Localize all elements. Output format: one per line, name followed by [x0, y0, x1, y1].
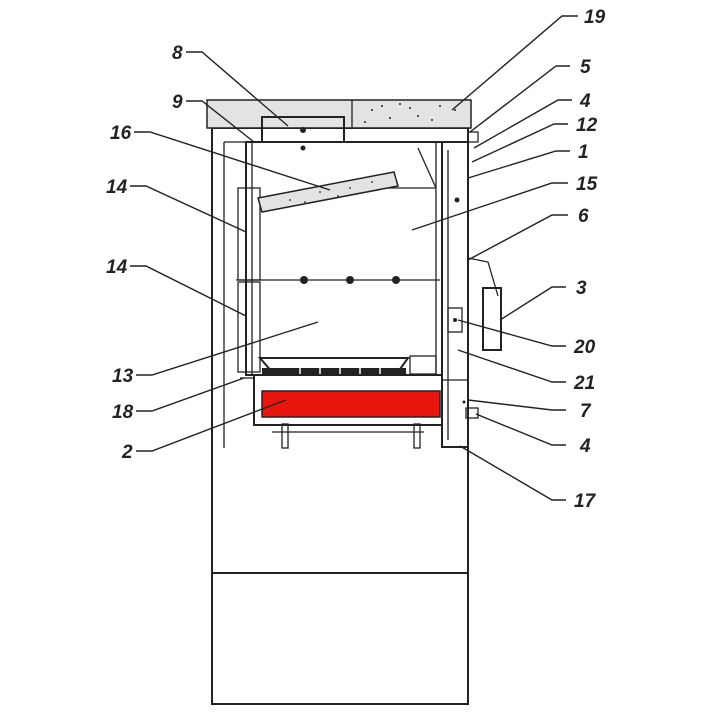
callout-15: 15 [576, 174, 598, 195]
leader-16 [134, 131, 331, 191]
callout-5: 5 [580, 57, 591, 78]
callout-20: 20 [573, 337, 596, 358]
leader-3 [499, 286, 566, 321]
side-panel [240, 131, 502, 448]
callout-7: 7 [580, 401, 592, 422]
callout-1: 1 [578, 142, 589, 163]
callout-2: 2 [121, 442, 133, 463]
leader-2 [136, 399, 287, 452]
baffle-plate [257, 171, 399, 213]
callout-12: 12 [576, 115, 598, 136]
leader-4b [475, 413, 566, 446]
leader-17 [459, 445, 566, 501]
firebox [236, 141, 443, 376]
callout-14: 14 [106, 177, 128, 198]
callout-21: 21 [573, 373, 595, 394]
leader-19 [451, 15, 578, 111]
leader-14b [130, 265, 247, 317]
leader-18 [136, 377, 245, 412]
leader-9 [186, 100, 255, 143]
callout-3: 3 [576, 278, 587, 299]
callout-8: 8 [172, 43, 183, 64]
leader-1 [467, 150, 570, 179]
top-stone-plate [206, 99, 472, 129]
callout-19: 19 [584, 7, 606, 28]
callout-14-lower: 14 [106, 257, 128, 278]
leader-21 [457, 349, 566, 383]
grate [257, 355, 437, 375]
callout-13: 13 [112, 366, 134, 387]
callout-4: 4 [579, 91, 591, 112]
callout-16: 16 [110, 123, 132, 144]
leader-13 [136, 321, 319, 376]
callout-labels: 19 5 4 12 1 15 6 3 20 21 7 4 17 8 9 16 1… [106, 7, 606, 512]
callout-9: 9 [172, 92, 183, 113]
ash-pan [253, 374, 443, 449]
leader-lines [130, 15, 578, 501]
leader-15 [411, 182, 568, 231]
leader-5 [469, 65, 570, 133]
leader-20 [457, 319, 566, 347]
callout-18: 18 [112, 402, 134, 423]
leader-7 [467, 399, 566, 411]
callout-6: 6 [578, 206, 589, 227]
leader-8 [186, 51, 289, 127]
callout-17: 17 [574, 491, 597, 512]
callout-4-lower: 4 [579, 436, 591, 457]
leader-12 [471, 123, 568, 163]
leader-4a [473, 99, 572, 149]
leader-6 [467, 214, 568, 261]
leader-14a [130, 185, 247, 233]
